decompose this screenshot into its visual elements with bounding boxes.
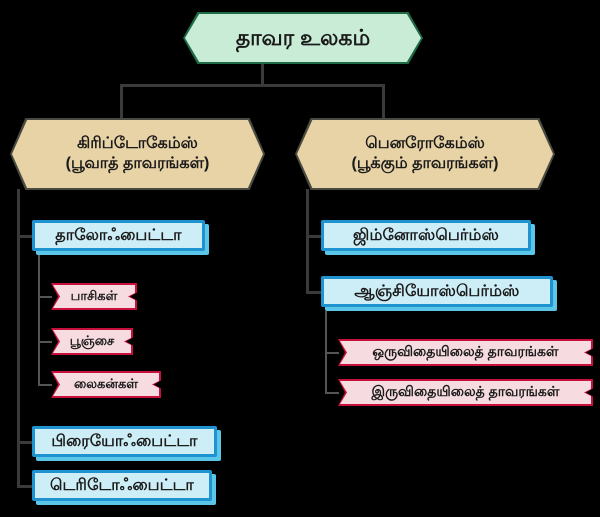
connector-to-cryptogams: [120, 84, 123, 119]
connector-to-fungi: [38, 341, 52, 343]
connector-to-algae: [38, 296, 52, 298]
node-lichens[interactable]: லைகன்கள்: [51, 371, 161, 398]
connector-to-monocots: [325, 352, 339, 354]
node-thallophyta-label: தாலோஃபைட்டா: [55, 226, 182, 244]
node-dicots[interactable]: இருவிதையிலைத் தாவரங்கள்: [338, 379, 593, 406]
node-pteridophyta[interactable]: டெரிடோஃபைட்டா: [32, 470, 212, 501]
connector-to-thallophyta: [17, 235, 33, 238]
connector-to-gymnosperms: [306, 235, 322, 238]
connector-phanerogams-spine: [306, 189, 309, 293]
node-lichens-face: [53, 373, 159, 396]
node-fungi[interactable]: பூஞ்சை: [51, 328, 133, 355]
node-cryptogams-face: கிரிப்டோகேம்ஸ் (பூவாத் தாவரங்கள்): [12, 120, 263, 188]
node-lichens-label: லைகன்கள்: [73, 376, 139, 391]
node-monocots-face: [340, 341, 591, 364]
node-plant-kingdom-face: தாவர உலகம்: [185, 14, 421, 62]
node-algae[interactable]: பாசிகள்: [51, 283, 137, 310]
connector-root-bar: [120, 84, 385, 87]
node-gymnosperms-label: ஜிம்னோஸ்பெர்ம்ஸ்: [353, 226, 499, 244]
node-phanerogams[interactable]: பெனரோகேம்ஸ் (பூக்கும் தாவரங்கள்): [295, 118, 555, 190]
connector-to-bryophyta: [17, 441, 33, 444]
node-cryptogams-label-line2: (பூவாத் தாவரங்கள்): [65, 155, 210, 172]
node-gymnosperms[interactable]: ஜிம்னோஸ்பெர்ம்ஸ்: [321, 220, 531, 251]
node-phanerogams-label: பெனரோகேம்ஸ் (பூக்கும் தாவரங்கள்): [352, 134, 499, 175]
node-fungi-label: பூஞ்சை: [69, 333, 115, 348]
connector-to-lichens: [38, 384, 52, 386]
node-phanerogams-label-line2: (பூக்கும் தாவரங்கள்): [351, 155, 499, 172]
node-monocots[interactable]: ஒருவிதையிலைத் தாவரங்கள்: [338, 339, 593, 366]
node-plant-kingdom[interactable]: தாவர உலகம்: [183, 12, 423, 64]
connector-cryptogams-spine: [17, 189, 20, 485]
node-fungi-face: [53, 330, 131, 353]
node-pteridophyta-label: டெரிடோஃபைட்டா: [50, 476, 194, 494]
node-algae-label: பாசிகள்: [70, 288, 118, 303]
node-dicots-label: இருவிதையிலைத் தாவரங்கள்: [371, 383, 560, 399]
node-cryptogams-label-line1: கிரிப்டோகேம்ஸ்: [77, 134, 198, 152]
node-phanerogams-label-line1: பெனரோகேம்ஸ்: [365, 134, 485, 152]
node-dicots-face: [340, 381, 591, 404]
connector-to-phanerogams: [382, 84, 385, 119]
connector-root-stem: [261, 63, 264, 86]
node-monocots-label: ஒருவிதையிலைத் தாவரங்கள்: [372, 343, 559, 359]
node-phanerogams-face: பெனரோகேம்ஸ் (பூக்கும் தாவரங்கள்): [297, 120, 553, 188]
node-cryptogams[interactable]: கிரிப்டோகேம்ஸ் (பூவாத் தாவரங்கள்): [10, 118, 265, 190]
node-cryptogams-label: கிரிப்டோகேம்ஸ் (பூவாத் தாவரங்கள்): [66, 134, 210, 175]
node-plant-kingdom-label: தாவர உலகம்: [235, 24, 371, 50]
connector-to-pteridophyta: [17, 485, 33, 488]
connector-thallophyta-spine: [38, 255, 40, 385]
node-thallophyta[interactable]: தாலோஃபைட்டா: [32, 220, 205, 251]
node-algae-face: [53, 285, 135, 308]
node-angiosperms[interactable]: ஆஞ்சியோஸ்பெர்ம்ஸ்: [321, 276, 553, 307]
node-bryophyta-label: பிரையோஃபைட்டா: [51, 432, 198, 450]
node-angiosperms-label: ஆஞ்சியோஸ்பெர்ம்ஸ்: [354, 282, 520, 300]
node-bryophyta[interactable]: பிரையோஃபைட்டா: [32, 426, 217, 457]
connector-to-angiosperms: [306, 291, 322, 294]
connector-to-dicots: [325, 392, 339, 394]
